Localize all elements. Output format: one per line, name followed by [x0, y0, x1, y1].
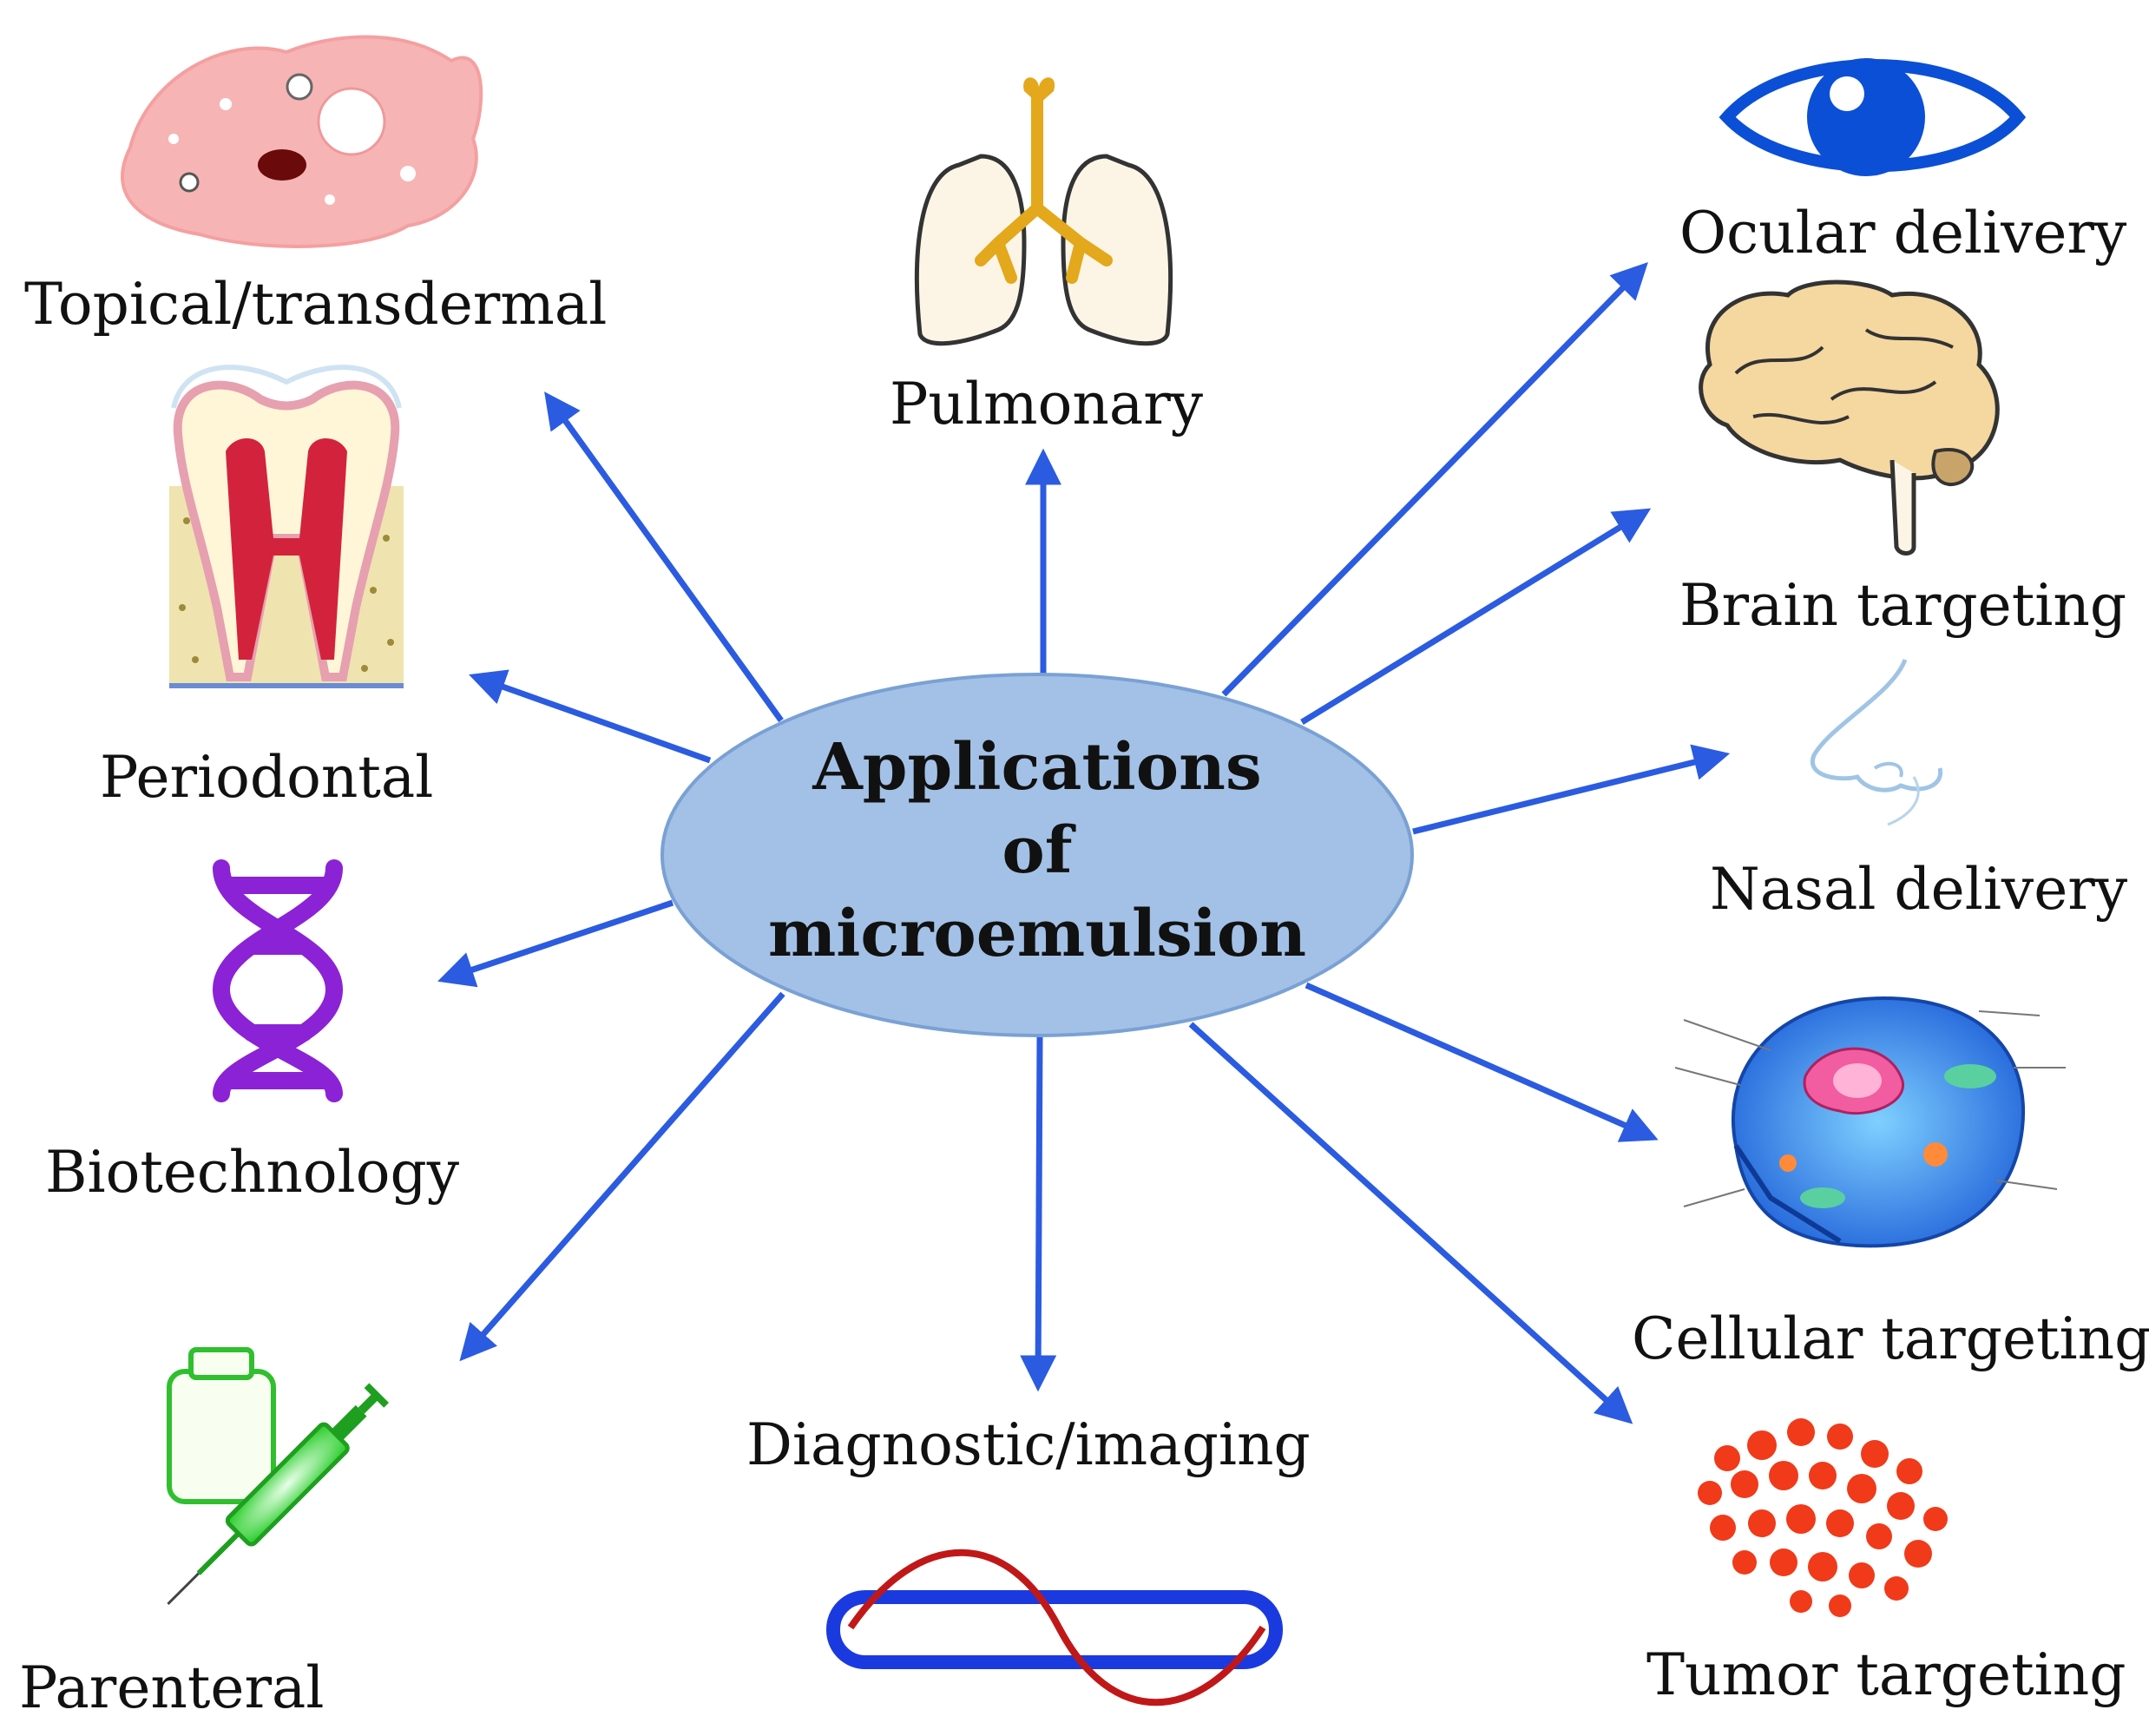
- arrow-to-parenteral: [459, 991, 785, 1362]
- label-diagnostic: Diagnostic/imaging: [746, 1411, 1311, 1478]
- brain-icon: [1699, 279, 2000, 556]
- label-brain: Brain targeting: [1679, 572, 2127, 639]
- arrow-to-biotech: [437, 899, 674, 988]
- label-nasal: Nasal delivery: [1710, 856, 2128, 923]
- label-parenteral: Parenteral: [19, 1654, 325, 1721]
- cell-icon: [1674, 996, 2066, 1248]
- label-periodontal: Periodontal: [100, 744, 434, 811]
- arrow-to-ocular: [1221, 262, 1648, 697]
- arrow-to-nasal: [1412, 744, 1731, 835]
- center-title: Applications of microemulsion: [660, 726, 1415, 976]
- label-biotech: Biotechnology: [45, 1139, 460, 1206]
- tumor-cells-icon: [1698, 1418, 1948, 1617]
- label-ocular: Ocular delivery: [1679, 200, 2127, 266]
- eye-icon: [1719, 58, 2027, 176]
- arrow-to-tumor: [1188, 1022, 1633, 1424]
- label-tumor: Tumor targeting: [1646, 1641, 2126, 1708]
- tooth-icon: [169, 365, 404, 688]
- label-cellular: Cellular targeting: [1632, 1305, 2149, 1372]
- arrow-to-diagnostic: [1020, 1036, 1057, 1392]
- arrow-to-brain: [1300, 508, 1652, 725]
- lungs-icon: [914, 77, 1173, 346]
- center-ellipse: [660, 673, 1414, 1037]
- syringe-vial-icon: [167, 1347, 389, 1606]
- arrow-to-cellular: [1305, 982, 1659, 1142]
- dna-icon: [212, 859, 344, 1102]
- imaging-scan-icon: [826, 1549, 1283, 1706]
- amoeba-skin-icon: [121, 35, 483, 248]
- connector-arrows: [437, 262, 1731, 1424]
- nose-icon: [1810, 659, 1943, 826]
- center-title-line-3: microemulsion: [767, 897, 1307, 971]
- center-title-line-1: Applications: [812, 730, 1262, 805]
- label-topical: Topical/transdermal: [24, 271, 608, 338]
- center-title-line-2: of: [1002, 813, 1073, 888]
- arrow-to-periodontal: [469, 669, 712, 764]
- arrow-to-topical: [544, 391, 784, 723]
- label-pulmonary: Pulmonary: [890, 371, 1204, 437]
